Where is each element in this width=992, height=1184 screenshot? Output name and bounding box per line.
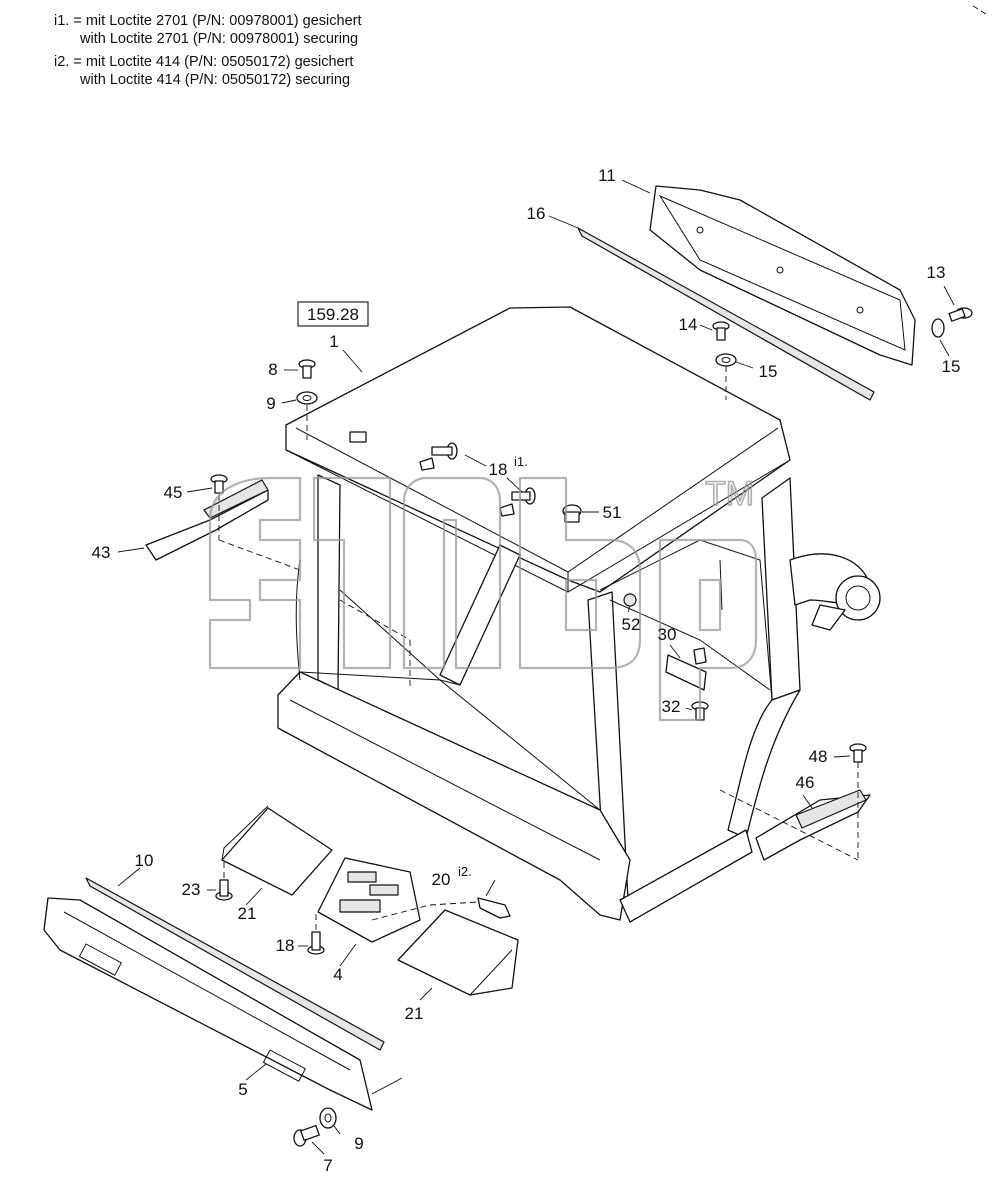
air-vent <box>835 575 881 621</box>
corner-mark <box>972 5 987 15</box>
seal-strip-top <box>577 227 875 401</box>
watermark-logo: TM <box>208 474 758 722</box>
bolt-45 <box>210 474 228 494</box>
plug-52 <box>623 593 637 607</box>
callout-14: 14 <box>679 315 698 334</box>
leader-lines <box>117 179 955 1155</box>
callout-labels: 1 8 9 11 16 13 14 15 15 18 i1. 51 52 45 … <box>92 166 961 1175</box>
callout-18-bottom: 18 <box>276 936 295 955</box>
pedal-plate <box>317 857 421 943</box>
bolt-48 <box>849 743 867 763</box>
callout-21-left: 21 <box>238 904 257 923</box>
note-i1-german: i1. = mit Loctite 2701 (P/N: 00978001) g… <box>54 13 362 29</box>
callout-20: 20 <box>432 870 451 889</box>
plate-30 <box>665 654 707 691</box>
superscript-i2: i2. <box>458 864 472 879</box>
washer-15-side <box>931 318 945 338</box>
callout-52: 52 <box>622 615 641 634</box>
callout-15-side: 15 <box>942 357 961 376</box>
reference-box: 159.28 <box>297 301 369 327</box>
roof-fitting <box>349 431 367 443</box>
callout-10: 10 <box>135 851 154 870</box>
callout-21-right: 21 <box>405 1004 424 1023</box>
washer-9-top <box>296 391 318 405</box>
note-i1-english: with Loctite 2701 (P/N: 00978001) securi… <box>80 31 359 47</box>
step-right <box>755 789 871 861</box>
callout-46: 46 <box>796 773 815 792</box>
washer-15-top <box>715 353 737 367</box>
note-i2-german: i2. = mit Loctite 414 (P/N: 05050172) ge… <box>54 54 354 70</box>
assembly-lines <box>218 366 859 930</box>
cab-roof <box>285 306 791 593</box>
bolt-13 <box>948 307 973 322</box>
knob-51 <box>562 504 582 523</box>
callout-1: 1 <box>329 332 338 351</box>
rear-floor-rail <box>619 829 753 923</box>
callout-51: 51 <box>603 503 622 522</box>
rear-right-member <box>727 689 801 839</box>
sleeve-18-top <box>419 457 435 471</box>
bolt-18-top <box>431 442 458 460</box>
seal-strip-bottom <box>85 877 385 1051</box>
left-rear-pillar <box>439 544 521 686</box>
bracket-20 <box>477 897 511 919</box>
bolt-14 <box>712 321 730 341</box>
callout-8: 8 <box>268 360 277 379</box>
bolt-7 <box>293 1124 320 1147</box>
washer-9-bottom <box>319 1107 337 1129</box>
callout-9-bottom: 9 <box>354 1134 363 1153</box>
superscript-i1: i1. <box>514 454 528 469</box>
bolt-8 <box>298 359 316 379</box>
callout-15-top: 15 <box>759 362 778 381</box>
floor-plate-right <box>397 909 519 996</box>
sleeve-18-mid <box>499 503 515 517</box>
callout-13: 13 <box>927 263 946 282</box>
callout-4: 4 <box>333 965 342 984</box>
callout-23: 23 <box>182 880 201 899</box>
note-i2-english: with Loctite 414 (P/N: 05050172) securin… <box>80 72 351 88</box>
floor-plate-left <box>221 807 333 896</box>
front-lower-panel <box>43 897 373 1111</box>
callout-7: 7 <box>323 1156 332 1175</box>
callout-5: 5 <box>238 1080 247 1099</box>
callout-30: 30 <box>658 625 677 644</box>
loctite-notes: i1. = mit Loctite 2701 (P/N: 00978001) g… <box>0 0 420 100</box>
callout-18-top: 18 <box>489 460 508 479</box>
callout-16: 16 <box>527 204 546 223</box>
callout-9-top: 9 <box>266 394 275 413</box>
cab-floor-frame <box>277 671 631 921</box>
bolt-23 <box>215 879 233 901</box>
callout-48: 48 <box>809 747 828 766</box>
callout-32: 32 <box>662 697 681 716</box>
rear-top-panel <box>649 185 916 366</box>
callout-45: 45 <box>164 483 183 502</box>
sleeve-30 <box>693 647 707 665</box>
cab-frame <box>277 306 881 923</box>
watermark-trademark: TM <box>705 475 754 513</box>
callout-11: 11 <box>598 166 616 185</box>
bolt-18-bottom <box>307 931 325 955</box>
reference-number: 159.28 <box>307 305 359 324</box>
left-front-pillar <box>317 474 341 691</box>
callout-43: 43 <box>92 543 111 562</box>
